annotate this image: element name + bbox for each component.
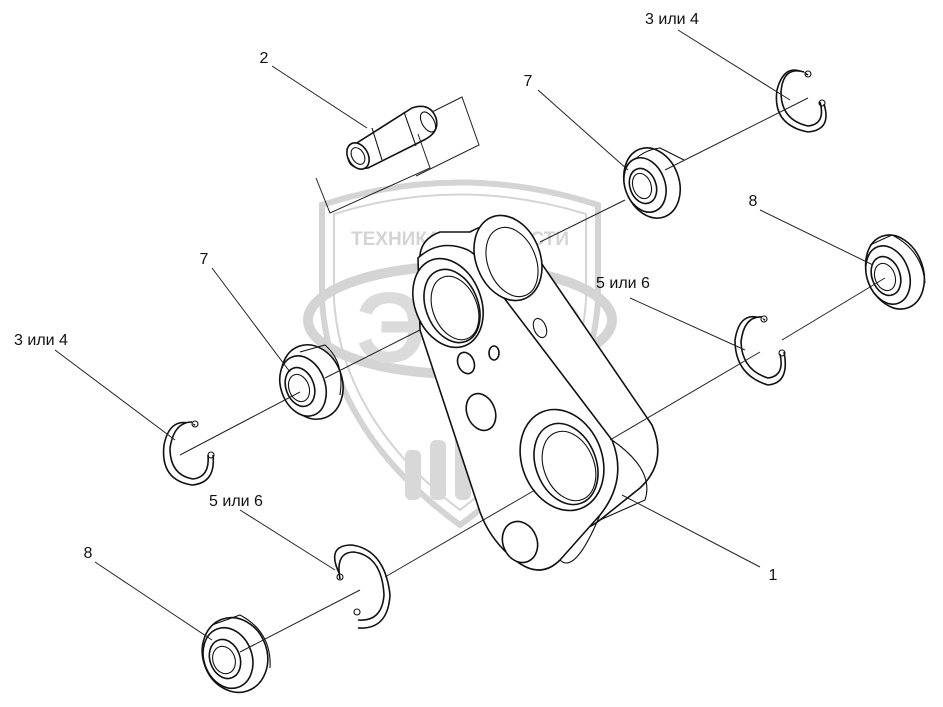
callout-5-or-6-left: 5 или 6 xyxy=(209,493,263,510)
bearing-7-right xyxy=(622,147,685,219)
callout-8-left: 8 xyxy=(84,545,93,562)
callout-leaders xyxy=(54,29,874,641)
callout-3-or-4-top: 3 или 4 xyxy=(645,11,699,28)
snap-ring-3-4-left xyxy=(162,420,215,486)
link-arm-part xyxy=(412,214,659,571)
callout-7-top: 7 xyxy=(524,73,533,90)
snap-ring-5-6-left xyxy=(333,544,391,629)
bearing-7-left xyxy=(278,344,344,420)
callout-7-left: 7 xyxy=(200,251,209,268)
bearing-8-right xyxy=(864,234,926,310)
callout-labels: 2 3 или 4 7 8 5 или 6 7 3 или 4 5 или 6 … xyxy=(14,11,778,584)
callout-2: 2 xyxy=(260,50,269,67)
callout-8-right: 8 xyxy=(749,193,758,210)
callout-3-or-4-left: 3 или 4 xyxy=(14,332,68,349)
callout-1: 1 xyxy=(769,567,778,584)
bearing-8-left xyxy=(201,614,271,694)
callout-5-or-6-right: 5 или 6 xyxy=(596,275,650,292)
pin-part xyxy=(315,96,480,214)
axis-lines xyxy=(179,97,886,653)
snap-ring-5-6-right xyxy=(734,315,787,386)
